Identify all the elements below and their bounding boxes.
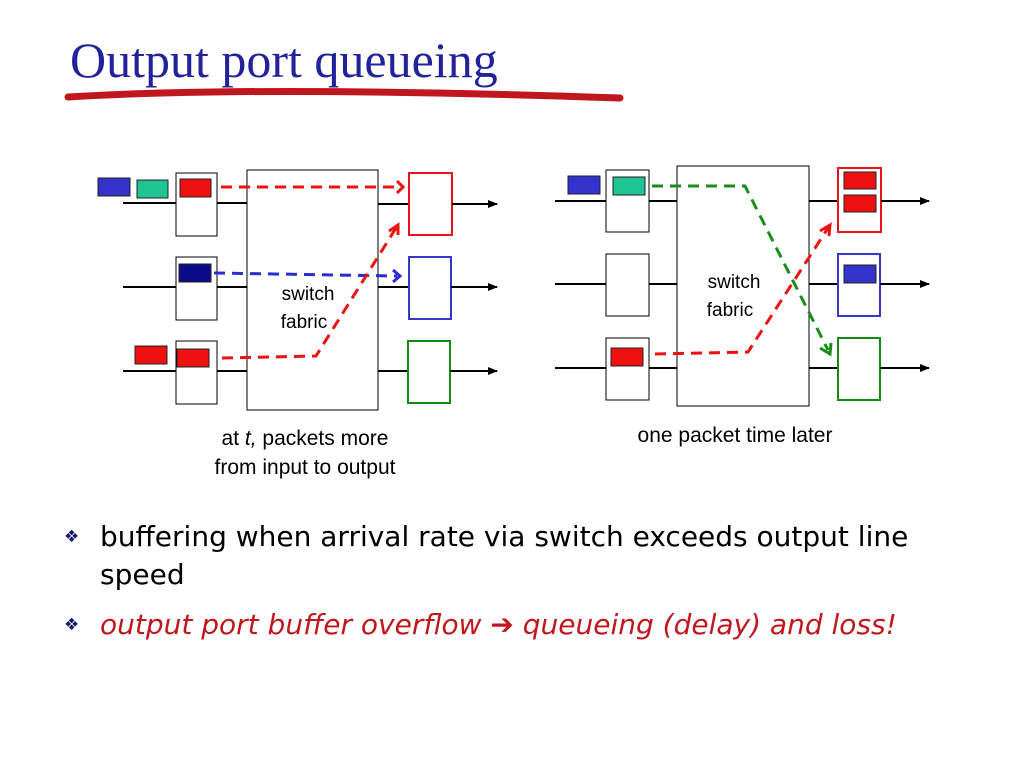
fabric-label-line2: fabric <box>281 312 327 333</box>
path-red-top-head <box>395 179 406 195</box>
packet-blue-port2 <box>178 263 212 283</box>
packet-red-queued <box>134 345 168 365</box>
output-port-blue <box>408 256 452 320</box>
bullet-text-2b: queueing (delay) and loss! <box>513 608 897 641</box>
bullet-list: ❖ buffering when arrival rate via switch… <box>62 518 982 656</box>
bullet-text-1: buffering when arrival rate via switch e… <box>100 520 909 591</box>
path-green <box>652 184 830 351</box>
arrow-right-icon: ➔ <box>490 608 514 641</box>
bullet-item-1: ❖ buffering when arrival rate via switch… <box>62 518 982 594</box>
packet-red-port1 <box>179 178 212 198</box>
path-red-cross <box>221 227 398 360</box>
output-port-green <box>837 337 881 401</box>
fabric-label-line1: switch <box>708 272 761 293</box>
packet-teal-port1 <box>612 176 646 196</box>
fabric-label-line1: switch <box>282 284 335 305</box>
output-port-green <box>407 340 451 404</box>
caption-right: one packet time later <box>637 424 833 447</box>
diagram-left: switch fabric <box>97 169 498 411</box>
caption-left-rest: packets more <box>256 427 389 450</box>
output-port-blue <box>837 253 881 317</box>
switch-fabric <box>676 165 810 407</box>
bullet-text-2a: output port buffer overflow <box>100 608 491 641</box>
slide-title: Output port queueing <box>70 32 498 88</box>
path-green-head <box>819 342 833 357</box>
packet-red-port3 <box>610 347 644 367</box>
packet-red-output-1 <box>843 171 877 190</box>
packet-teal-queued <box>136 179 169 199</box>
packet-red-port3 <box>176 348 210 368</box>
path-red <box>654 227 830 356</box>
packet-blue-queued <box>97 177 131 197</box>
path-red-head <box>819 222 832 237</box>
bullet-diamond-icon: ❖ <box>64 527 80 547</box>
packet-red-output-2 <box>843 194 877 213</box>
caption-left-time: t, <box>244 427 257 450</box>
path-blue-head <box>392 268 403 284</box>
fabric-label-line2: fabric <box>707 300 753 321</box>
path-red-cross-head <box>388 222 400 235</box>
title-underline <box>64 87 624 102</box>
input-port-2 <box>605 253 650 317</box>
input-port-3 <box>605 337 650 401</box>
caption-left: at t, packets more from input to output <box>170 424 440 482</box>
bullet-diamond-icon: ❖ <box>64 615 80 635</box>
packet-blue-queued <box>567 175 601 195</box>
caption-left-line2: from input to output <box>214 456 396 479</box>
bullet-item-2: ❖ output port buffer overflow ➔ queueing… <box>62 606 982 644</box>
output-port-red <box>408 172 453 236</box>
diagram-right: switch fabric <box>555 165 930 407</box>
packet-blue-output <box>843 264 877 284</box>
caption-left-prefix: at <box>221 427 245 450</box>
